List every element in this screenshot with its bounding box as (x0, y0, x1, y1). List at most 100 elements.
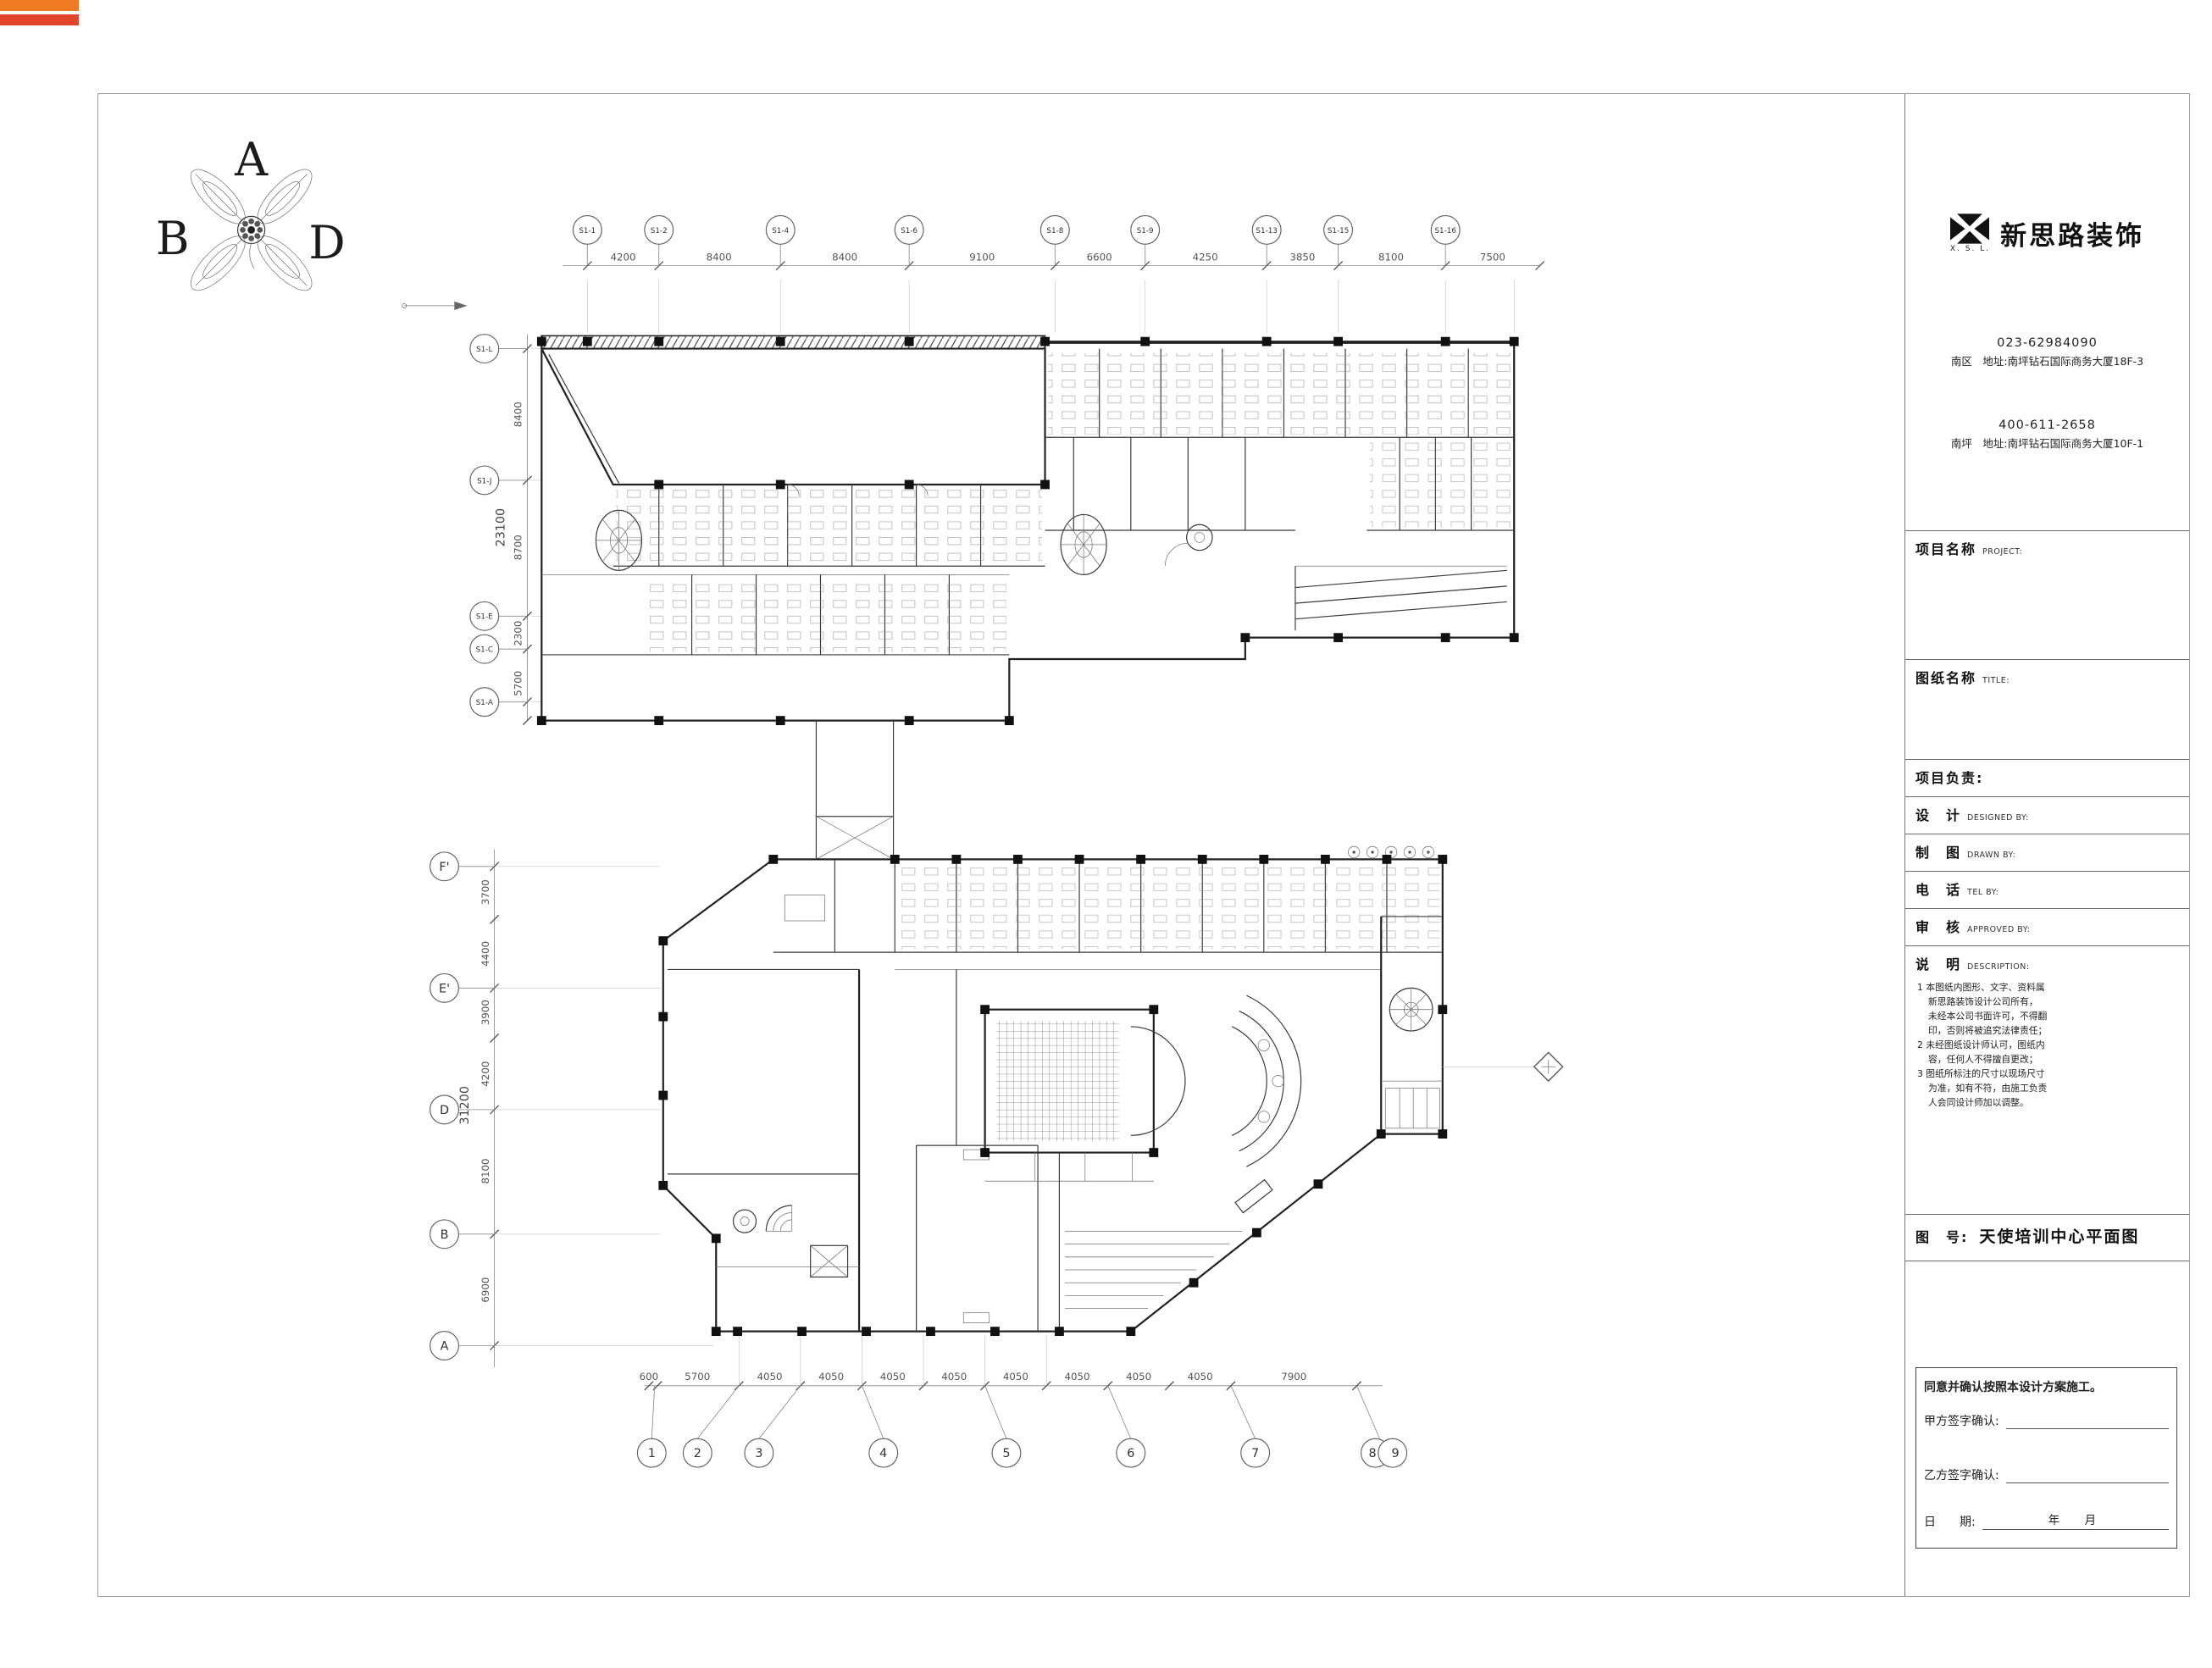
edge-mark-1 (0, 0, 79, 11)
logo-mark-icon (1950, 213, 1990, 244)
dimension: 8400 (707, 252, 732, 263)
party-b-label: 乙方签字确认: (1924, 1469, 1999, 1482)
note-line: 人会同设计师加以调整。 (1928, 1097, 2029, 1108)
note-line: 容，任何人不得擅自更改； (1928, 1054, 2038, 1065)
grid-bubble: B (441, 1228, 449, 1242)
logo-caption: X. S. L. (1949, 244, 1991, 253)
stair-fan (765, 1205, 793, 1232)
upper-plan-left-grid: S1-L S1-J S1-E S1-C S1-A 8400 8700 2300 … (469, 334, 542, 726)
dimension: 7500 (1480, 252, 1505, 263)
note-line: 为准，如有不符，由施工负责 (1928, 1083, 2048, 1094)
party-a-signature-line (2005, 1413, 2169, 1429)
grid-bubble: S1-9 (1137, 227, 1154, 236)
grid-bubble: 7 (1251, 1447, 1259, 1460)
grid-bubble: 9 (1392, 1447, 1400, 1460)
field-approved-by-sub: APPROVED BY: (1967, 925, 2031, 934)
dimension: 8700 (513, 535, 524, 560)
field-designed-by-label: 设 计 (1915, 807, 1962, 823)
lower-plan-columns (658, 854, 1448, 1337)
drawing-title: 天使培训中心平面图 (1979, 1227, 2140, 1246)
grid-bubble: 1 (648, 1447, 656, 1460)
dimension: 5700 (685, 1371, 710, 1383)
confirm-statement: 同意并确认按照本设计方案施工。 (1924, 1381, 2102, 1394)
grid-bubble: D (440, 1104, 449, 1117)
contact-nanping: 400-611-2658 南坪 地址:南坪钻石国际商务大厦10F-1 (1905, 416, 2189, 453)
dimension: 4250 (1193, 252, 1218, 263)
stair-oval-1 (595, 509, 643, 571)
grid-bubble: 2 (694, 1447, 701, 1460)
dimension: 4050 (1126, 1371, 1151, 1383)
dimension: 4050 (818, 1371, 844, 1383)
dimension: 4050 (1003, 1371, 1028, 1383)
grid-bubble: S1-8 (1046, 227, 1063, 236)
party-b-signature-line (2005, 1467, 2169, 1483)
grid-bubble: S1-A (476, 699, 493, 707)
note-line: 1 本图纸内图形、文字、资料属 (1917, 982, 2045, 993)
dimension: 4050 (941, 1371, 967, 1383)
field-sheet-title-label: 图纸名称 (1915, 670, 1977, 686)
compass-letter-north: A (234, 133, 269, 186)
lower-plan-interior (667, 845, 1443, 1332)
dimension: 8400 (832, 252, 857, 263)
field-tel-sub: TEL BY: (1967, 888, 1999, 897)
contact-south: 023-62984090 南区 地址:南坪钻石国际商务大厦18F-3 (1905, 334, 2189, 371)
divider (1905, 530, 2189, 531)
field-designed-by-sub: DESIGNED BY: (1967, 813, 2029, 823)
grid-bubble: S1-E (476, 613, 493, 622)
dimension: 4050 (757, 1371, 783, 1383)
dimension: 4050 (880, 1371, 906, 1383)
date-value: 年 月 (1982, 1510, 2169, 1530)
dimension-total: 23100 (494, 508, 507, 547)
grid-bubble: 8 (1369, 1447, 1377, 1460)
title-block: X. S. L. 新思路装饰 023-62984090 南区 地址:南坪钻石国际… (1904, 94, 2189, 1596)
note-line: 新思路装饰设计公司所有， (1928, 996, 2038, 1007)
match-line-marker (1442, 1051, 1564, 1083)
grid-bubble: S1-J (477, 477, 491, 485)
drawing-sheet: A B D S1-1 S1-2 S1-4 S1-6 S1 (97, 93, 2190, 1597)
party-b-signature-row: 乙方签字确认: (1924, 1466, 2169, 1483)
field-designed-by: 设 计 DESIGNED BY: (1915, 804, 2184, 824)
field-drawn-by: 制 图 DRAWN BY: (1915, 841, 2184, 862)
divider (1905, 1214, 2189, 1215)
description-notes: 1 本图纸内图形、文字、资料属 新思路装饰设计公司所有， 未经本公司书面许可，不… (1917, 980, 2184, 1110)
upper-plan-walls (541, 335, 1516, 722)
lower-plan-bottom-grid: 1 2 3 4 5 6 7 8 9 600 5700 4050 4050 405… (636, 1335, 1408, 1468)
grid-bubble: 5 (1002, 1447, 1010, 1460)
confirmation-box: 同意并确认按照本设计方案施工。 甲方签字确认: 乙方签字确认: 日 期: 年 月 (1915, 1367, 2177, 1549)
figure-number-label: 图 号: (1915, 1228, 1969, 1245)
address-nanping: 南坪 地址:南坪钻石国际商务大厦10F-1 (1950, 437, 2144, 450)
field-approved-by: 审 核 APPROVED BY: (1915, 916, 2184, 936)
field-project: 项目名称 PROJECT: (1915, 538, 2184, 558)
edge-mark-2 (0, 14, 79, 25)
grid-bubble: 3 (755, 1447, 762, 1460)
grid-bubble: S1-6 (901, 227, 918, 236)
field-sheet-title-sub: TITLE: (1982, 676, 2010, 685)
party-a-label: 甲方签字确认: (1924, 1415, 1999, 1428)
field-project-leader: 项目负责: (1915, 767, 2184, 787)
field-tel-label: 电 话 (1915, 882, 1962, 898)
note-line: 3 图纸所标注的尺寸以现场尺寸 (1917, 1068, 2045, 1079)
field-description-label: 说 明 (1915, 956, 1962, 973)
grid-bubble: 6 (1127, 1447, 1134, 1460)
dimension: 5700 (513, 671, 524, 696)
lower-plan-walls (662, 858, 1444, 1333)
dimension: 3900 (480, 1000, 491, 1025)
dimension: 8100 (1378, 252, 1404, 263)
dimension: 8100 (480, 1158, 491, 1183)
stair-circle-right (1389, 987, 1433, 1032)
field-drawn-by-label: 制 图 (1915, 845, 1962, 861)
field-project-label: 项目名称 (1915, 541, 1977, 557)
upper-plan-columns (536, 336, 1519, 725)
dimension: 6900 (480, 1277, 491, 1303)
grid-bubble: F' (439, 861, 449, 874)
date-row: 日 期: 年 月 (1924, 1510, 2169, 1530)
note-line: 印，否则将被追究法律责任； (1928, 1025, 2048, 1036)
compass-rose: A B D (156, 133, 346, 291)
grid-bubble: E' (439, 982, 450, 995)
dimension: 6600 (1087, 252, 1112, 263)
dimension-total: 31200 (458, 1086, 472, 1125)
field-project-leader-label: 项目负责: (1915, 770, 1984, 786)
dimension: 2300 (513, 621, 524, 646)
compass-letter-west: B (156, 212, 190, 265)
dimension: 4050 (1064, 1371, 1089, 1383)
